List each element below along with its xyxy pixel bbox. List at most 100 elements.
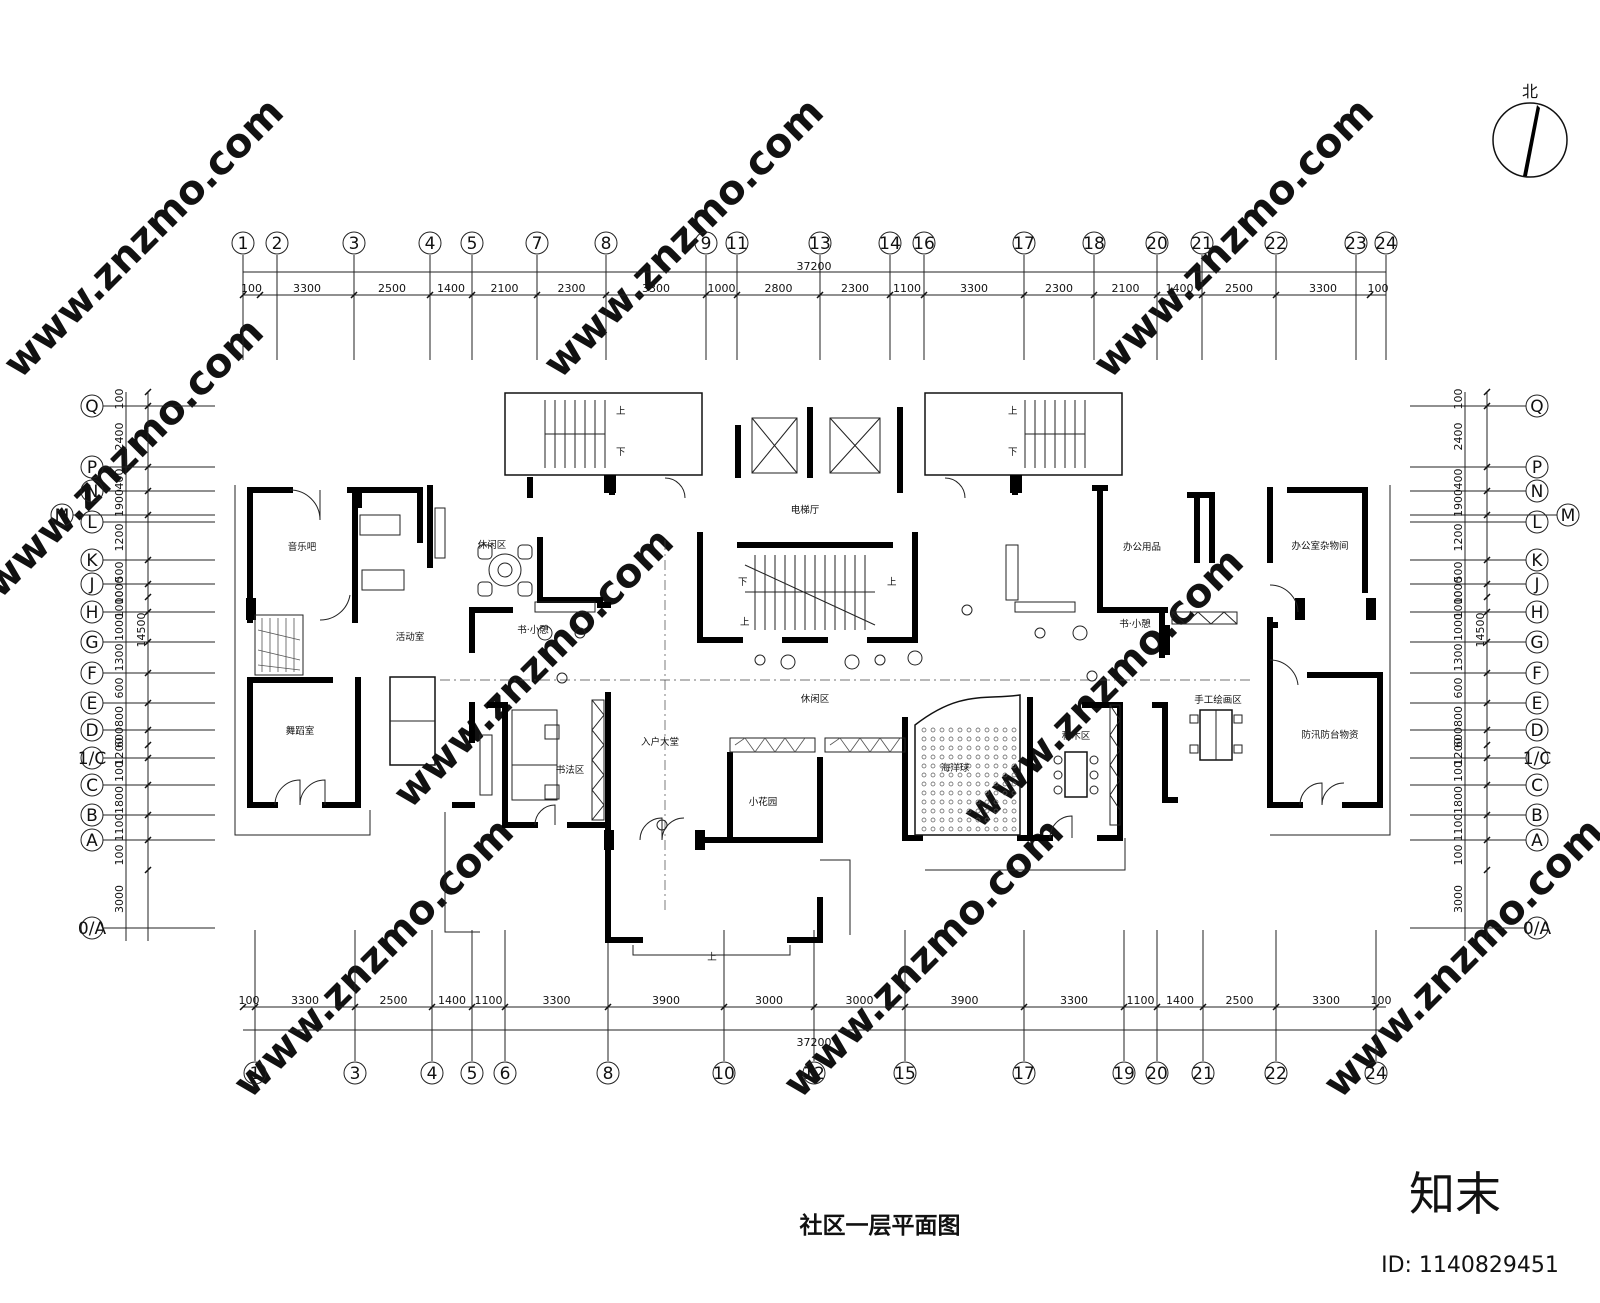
svg-text:F: F — [87, 664, 97, 684]
svg-text:M: M — [55, 506, 70, 526]
walls — [234, 392, 1391, 956]
axis-bubble: 11 — [725, 231, 749, 255]
treadmill — [359, 514, 401, 536]
planter — [824, 737, 906, 753]
side-dim: 500 — [113, 562, 126, 583]
axis-bubble: K — [80, 548, 104, 572]
room-label-book-small-e: 书·小憩 — [1119, 618, 1151, 630]
drawing-title: 社区一层平面图 — [800, 1212, 961, 1239]
axis-bubble: 7 — [525, 231, 549, 255]
room-label-rest-center: 休闲区 — [801, 693, 830, 705]
svg-text:P: P — [1532, 458, 1542, 478]
axis-bubble: K — [1525, 548, 1549, 572]
bottom-dim: 3000 — [755, 994, 783, 1007]
top-dim: 2300 — [841, 282, 869, 295]
axis-bubble: 1 — [243, 1061, 267, 1085]
side-dim: 1000 — [1452, 591, 1465, 619]
svg-text:18: 18 — [1083, 234, 1105, 254]
svg-text:19: 19 — [1113, 1064, 1135, 1084]
svg-text:D: D — [1530, 721, 1543, 741]
svg-text:5: 5 — [467, 1064, 478, 1084]
svg-text:E: E — [1532, 694, 1543, 714]
axis-bubble: 6 — [493, 1061, 517, 1085]
svg-text:C: C — [1531, 776, 1543, 796]
north-label: 北 — [1522, 82, 1538, 101]
axis-bubble: 22 — [1264, 231, 1288, 255]
svg-text:9: 9 — [701, 234, 712, 254]
axis-bubble: 0/A — [1523, 916, 1551, 940]
svg-text:11: 11 — [726, 234, 748, 254]
svg-text:D: D — [85, 721, 98, 741]
top-dim: 2300 — [558, 282, 586, 295]
side-dim: 3000 — [113, 885, 126, 913]
bottom-dim: 3300 — [1312, 994, 1340, 1007]
planter — [729, 737, 816, 753]
watermark: www.znzmo.com — [225, 809, 523, 1107]
brand-logo-text: 知末 — [1409, 1167, 1501, 1221]
stair-up-label: 上 — [1008, 406, 1018, 417]
side-dim: 100 — [113, 761, 126, 782]
axis-bubble: 3 — [343, 1061, 367, 1085]
top-dim: 2100 — [491, 282, 519, 295]
svg-text:B: B — [86, 806, 98, 826]
svg-text:17: 17 — [1013, 1064, 1035, 1084]
svg-text:1/C: 1/C — [78, 749, 106, 769]
axis-bubble: D — [1525, 718, 1549, 742]
svg-text:G: G — [1530, 633, 1543, 653]
room-label-calligraphy: 书法区 — [556, 764, 585, 776]
axis-bubble: 23 — [1344, 231, 1368, 255]
axis-bubble: F — [1525, 661, 1549, 685]
room-label-elevator-hall: 电梯厅 — [791, 504, 820, 516]
side-dim: 1300 — [1452, 644, 1465, 672]
svg-text:G: G — [85, 633, 98, 653]
bottom-dim: 1100 — [475, 994, 503, 1007]
room-label-activity: 活动室 — [396, 631, 425, 643]
side-dim: 1000 — [113, 613, 126, 641]
bottom-dim: 3900 — [951, 994, 979, 1007]
axis-bubble: F — [80, 661, 104, 685]
side-dim: 2400 — [1452, 423, 1465, 451]
axis-bubble: 24 — [1364, 1061, 1388, 1085]
svg-text:A: A — [1531, 831, 1543, 851]
svg-text:F: F — [1532, 664, 1542, 684]
bamboo-planter — [254, 614, 304, 676]
side-dim: 3000 — [1452, 885, 1465, 913]
side-dim: 100 — [1452, 761, 1465, 782]
stair-up-label: 上 — [887, 577, 897, 588]
svg-text:22: 22 — [1265, 1064, 1287, 1084]
svg-text:K: K — [86, 551, 98, 571]
bottom-dim: 100 — [1371, 994, 1392, 1007]
side-dim: 800 — [1452, 706, 1465, 727]
room-label-office-supplies: 办公用品 — [1123, 541, 1161, 553]
room-label-office-storage: 办公室杂物间 — [1291, 540, 1348, 552]
doors — [274, 477, 1345, 841]
side-dim: 400 — [113, 469, 126, 490]
axis-bubble: 22 — [1264, 1061, 1288, 1085]
side-dim: 600 — [113, 678, 126, 699]
axis-bubble: 19 — [1112, 1061, 1136, 1085]
svg-text:8: 8 — [601, 234, 612, 254]
side-dim: 1200 — [1452, 524, 1465, 552]
top-dim: 3300 — [293, 282, 321, 295]
svg-text:B: B — [1531, 806, 1543, 826]
svg-text:4: 4 — [427, 1064, 438, 1084]
axis-bubble: C — [80, 773, 104, 797]
side-dim: 1000 — [113, 591, 126, 619]
side-dim: 1000 — [1452, 577, 1465, 605]
watermark: www.znzmo.com — [1085, 89, 1383, 387]
axis-bubble: Q — [1525, 394, 1549, 418]
axis-bubble: 4 — [418, 231, 442, 255]
brand-id-text: ID: 1140829451 — [1381, 1253, 1559, 1278]
svg-text:12: 12 — [803, 1064, 825, 1084]
bottom-dim: 100 — [239, 994, 260, 1007]
side-dim: 2400 — [113, 423, 126, 451]
svg-text:20: 20 — [1146, 234, 1168, 254]
svg-text:17: 17 — [1013, 234, 1035, 254]
top-dim: 2500 — [1225, 282, 1253, 295]
room-label-rest-nw: 休闲区 — [478, 539, 507, 551]
top-dim: 1100 — [893, 282, 921, 295]
svg-text:24: 24 — [1365, 1064, 1387, 1084]
